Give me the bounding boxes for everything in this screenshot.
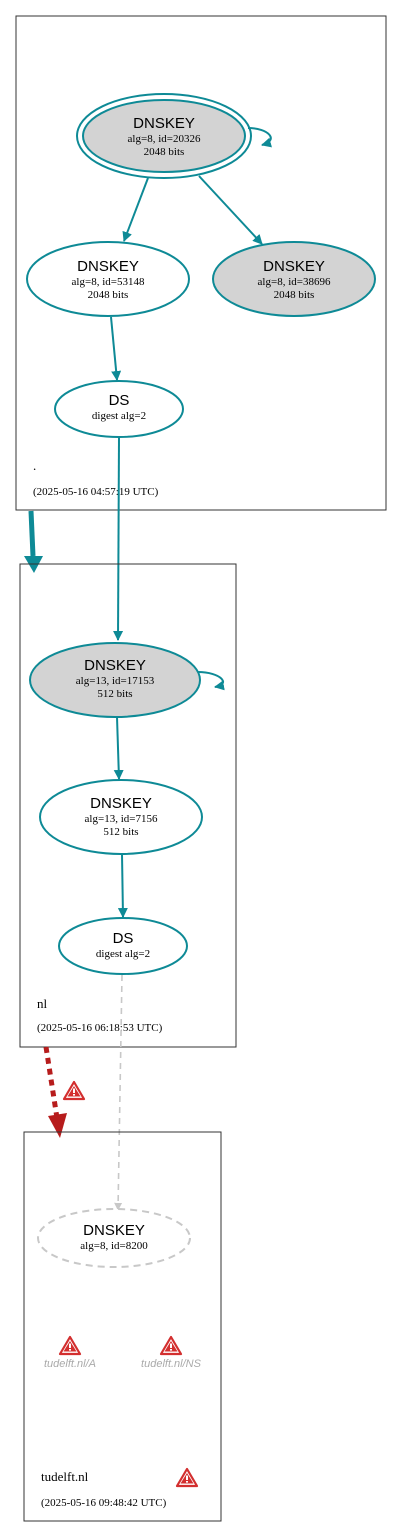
root-zsk-line1: alg=8, id=53148: [72, 276, 145, 288]
root-ds-node[interactable]: DS digest alg=2: [54, 380, 184, 438]
nl-zsk-title: DNSKEY: [90, 795, 152, 812]
root-zsk-line2: 2048 bits: [88, 289, 129, 301]
nl-ksk-line1: alg=13, id=17153: [76, 675, 155, 687]
nl-ksk-line2: 512 bits: [97, 688, 132, 700]
zone-nl-timestamp: (2025-05-16 06:18:53 UTC): [37, 1022, 163, 1034]
edge-nl-zsk-to-ds: [117, 853, 128, 918]
root-zsk-node[interactable]: DNSKEY alg=8, id=53148 2048 bits: [26, 241, 190, 317]
root-ds-line1: digest alg=2: [92, 410, 146, 422]
nl-ds-line1: digest alg=2: [96, 948, 150, 960]
root-zsk2-title: DNSKEY: [263, 258, 325, 275]
root-ksk-title: DNSKEY: [133, 115, 195, 132]
edge-nl-ds-to-tudelft-key: [114, 974, 123, 1211]
root-ksk-line1: alg=8, id=20326: [128, 133, 201, 145]
nl-zsk-line1: alg=13, id=7156: [85, 813, 158, 825]
edge-root-zsk-to-ds: [110, 316, 122, 381]
nl-zsk-line2: 512 bits: [103, 826, 138, 838]
delegation-root-to-nl: [28, 510, 36, 557]
delegation-nl-to-tudelft-head: [48, 1113, 67, 1138]
tudelft-key-line1: alg=8, id=8200: [80, 1240, 148, 1252]
root-ksk-node[interactable]: DNSKEY alg=8, id=20326 2048 bits: [76, 93, 252, 179]
root-zsk-title: DNSKEY: [77, 258, 139, 275]
root-zsk2-line2: 2048 bits: [274, 289, 315, 301]
edge-root-ksk-to-zsk: [122, 177, 149, 242]
tudelft-key-title: DNSKEY: [83, 1222, 145, 1239]
edge-nl-ksk-to-zsk: [113, 716, 124, 780]
delegation-warning-icon[interactable]: [62, 1080, 86, 1101]
rrset-ns-label[interactable]: tudelft.nl/NS: [141, 1358, 202, 1370]
nl-ds-title: DS: [113, 930, 134, 947]
zone-tudelft-warning-icon[interactable]: [175, 1467, 199, 1488]
zone-root-timestamp: (2025-05-16 04:57:19 UTC): [33, 486, 159, 498]
zone-root-box: [15, 15, 387, 511]
edge-root-ksk-to-zsk2: [198, 175, 263, 245]
nl-ksk-title: DNSKEY: [84, 657, 146, 674]
zone-nl-box: [19, 563, 237, 1048]
zone-root-name: .: [33, 458, 36, 473]
nl-ds-node[interactable]: DS digest alg=2: [58, 917, 188, 975]
rrset-ns-warning-icon[interactable]: [159, 1335, 183, 1356]
tudelft-key-node[interactable]: DNSKEY alg=8, id=8200: [37, 1208, 191, 1268]
edge-root-ds-to-nl-ksk: [113, 436, 124, 641]
zone-nl-name: nl: [37, 996, 48, 1011]
rrset-a-warning-icon[interactable]: [58, 1335, 82, 1356]
rrset-a-label[interactable]: tudelft.nl/A: [44, 1358, 96, 1370]
nl-zsk-node[interactable]: DNSKEY alg=13, id=7156 512 bits: [39, 779, 203, 855]
root-ds-title: DS: [109, 392, 130, 409]
zone-tudelft-timestamp: (2025-05-16 09:48:42 UTC): [41, 1497, 167, 1509]
nl-ksk-node[interactable]: DNSKEY alg=13, id=17153 512 bits: [29, 642, 201, 718]
root-ksk-self-loop: [247, 127, 273, 148]
root-zsk2-node[interactable]: DNSKEY alg=8, id=38696 2048 bits: [212, 241, 376, 317]
root-zsk2-line1: alg=8, id=38696: [258, 276, 331, 288]
delegation-nl-to-tudelft: [43, 1046, 60, 1119]
zone-tudelft-box: [23, 1131, 222, 1522]
zone-tudelft-name: tudelft.nl: [41, 1469, 89, 1484]
root-ksk-line2: 2048 bits: [144, 146, 185, 158]
nl-ksk-self-loop: [197, 671, 225, 691]
